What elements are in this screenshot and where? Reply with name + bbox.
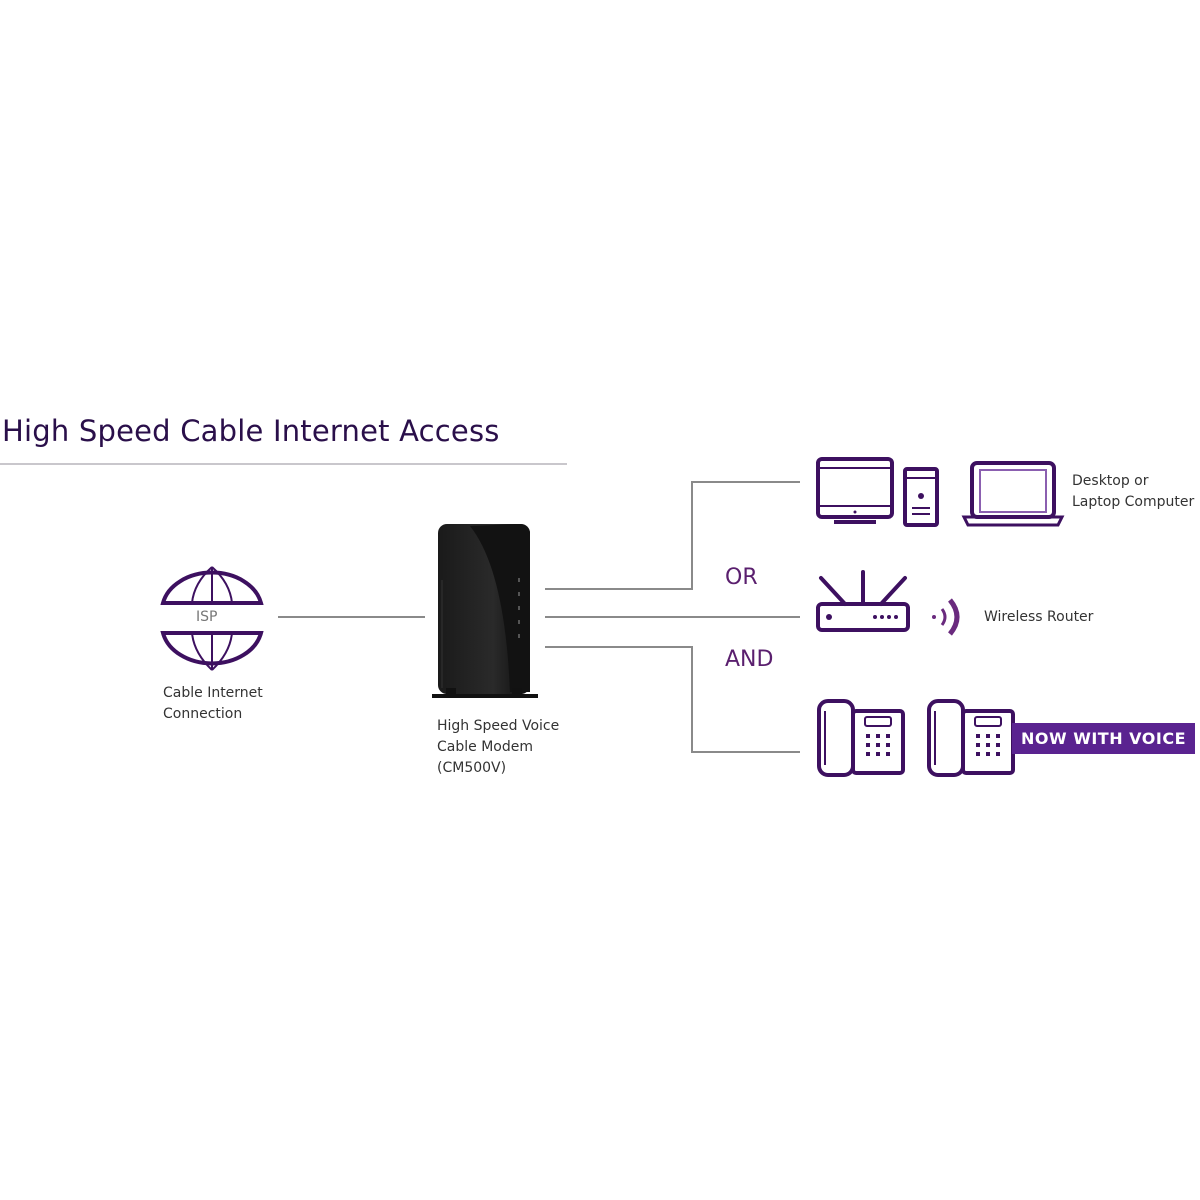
desktop-monitor-icon bbox=[816, 457, 894, 524]
isp-label-line-2: Connection bbox=[163, 706, 243, 722]
router-icon bbox=[816, 570, 910, 632]
isp-icon-text: ISP bbox=[196, 609, 218, 625]
now-with-voice-badge: NOW WITH VOICE bbox=[1012, 723, 1195, 754]
and-label: AND bbox=[725, 647, 774, 672]
globe-icon bbox=[160, 566, 264, 671]
desk-phone-icon bbox=[927, 699, 1015, 777]
desk-phone-icon bbox=[817, 699, 905, 777]
diagram-title: High Speed Cable Internet Access bbox=[2, 414, 500, 448]
title-divider bbox=[0, 463, 567, 465]
wifi-signal-icon bbox=[932, 598, 960, 636]
isp-label-line-1: Cable Internet bbox=[163, 685, 263, 701]
tower-pc-icon bbox=[903, 467, 939, 527]
modem-to-computers-line bbox=[545, 481, 800, 590]
cable-modem-image bbox=[432, 524, 538, 698]
or-label: OR bbox=[725, 565, 758, 590]
computers-label-line-2: Laptop Computer bbox=[1072, 494, 1195, 510]
computers-label-line-1: Desktop or bbox=[1072, 473, 1149, 489]
modem-to-phones-line bbox=[545, 646, 800, 753]
modem-label-line-3: (CM500V) bbox=[437, 760, 507, 776]
laptop-icon bbox=[961, 461, 1065, 527]
router-label: Wireless Router bbox=[984, 609, 1094, 625]
modem-label-line-2: Cable Modem bbox=[437, 739, 533, 755]
modem-label-line-1: High Speed Voice bbox=[437, 718, 560, 734]
